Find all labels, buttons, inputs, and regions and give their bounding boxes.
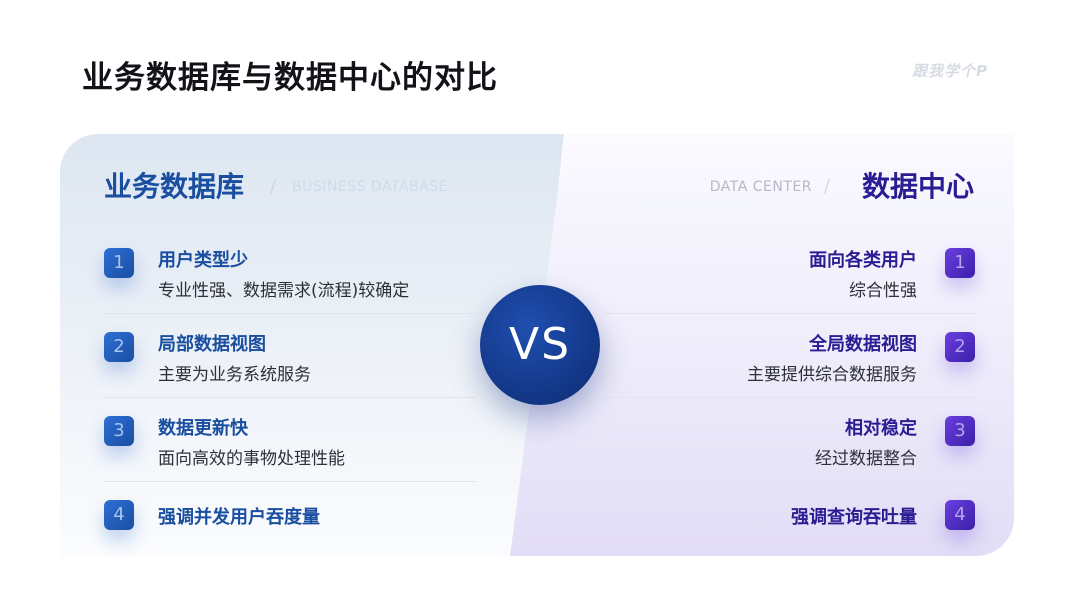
- page-title: 业务数据库与数据中心的对比: [82, 60, 498, 96]
- number-badge: 4: [104, 500, 134, 530]
- number-badge: 4: [945, 500, 975, 530]
- right-item-title: 强调查询吞吐量: [791, 507, 917, 528]
- heading-separator: /: [823, 176, 830, 197]
- left-item-desc: 主要为业务系统服务: [158, 365, 311, 385]
- left-item-desc: 专业性强、数据需求(流程)较确定: [158, 281, 410, 301]
- brand-logo: 跟我学个P: [912, 62, 988, 80]
- right-heading: 数据中心: [861, 170, 974, 203]
- divider: [104, 313, 476, 314]
- left-heading: 业务数据库: [104, 170, 245, 203]
- left-item-title: 强调并发用户吞度量: [158, 507, 320, 528]
- left-subheading: BUSINESS DATABASE: [292, 179, 448, 195]
- right-item-desc: 主要提供综合数据服务: [747, 365, 917, 385]
- divider: [604, 313, 976, 314]
- vs-badge: VS: [480, 285, 600, 405]
- divider: [104, 397, 476, 398]
- heading-separator: /: [270, 176, 277, 197]
- divider: [604, 397, 976, 398]
- right-item-desc: 经过数据整合: [815, 449, 917, 469]
- divider: [604, 481, 976, 482]
- right-item-desc: 综合性强: [849, 281, 917, 301]
- number-badge: 3: [104, 416, 134, 446]
- right-subheading: DATA CENTER: [709, 179, 812, 195]
- number-badge: 2: [104, 332, 134, 362]
- right-item-title: 全局数据视图: [809, 334, 917, 355]
- left-item-title: 用户类型少: [158, 250, 248, 271]
- number-badge: 1: [945, 248, 975, 278]
- left-item-title: 局部数据视图: [158, 334, 266, 355]
- divider: [104, 481, 476, 482]
- number-badge: 1: [104, 248, 134, 278]
- right-item-title: 面向各类用户: [809, 250, 917, 271]
- right-item-title: 相对稳定: [845, 418, 917, 439]
- left-item-title: 数据更新快: [158, 418, 248, 439]
- number-badge: 3: [945, 416, 975, 446]
- left-item-desc: 面向高效的事物处理性能: [158, 449, 345, 469]
- number-badge: 2: [945, 332, 975, 362]
